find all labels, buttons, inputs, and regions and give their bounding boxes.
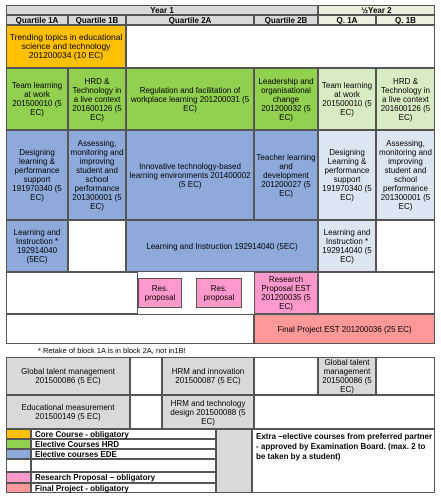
- legend-label-core: Core Course - obligatory: [31, 429, 216, 439]
- empty-cell: [376, 357, 435, 395]
- legend-swatch-core: [6, 429, 31, 439]
- course-assessing-monitoring: Assessing, monitoring and improving stud…: [68, 130, 126, 220]
- course-leadership: Leadership and organisational change 201…: [254, 68, 318, 130]
- course-assessing-monitoring-y2: Assessing, monitoring and improving stud…: [376, 130, 435, 220]
- course-learning-instruction-retake: Learning and Instruction 192914040 (5EC): [126, 220, 318, 272]
- course-regulation-facilitation: Regulation and facilitation of workplace…: [126, 68, 254, 130]
- course-designing-learning: Designing learning & performance support…: [6, 130, 68, 220]
- legend-swatch-final: [6, 483, 31, 493]
- course-research-proposal-est: Research Proposal EST 201200035 (5 EC): [254, 272, 318, 314]
- header-quartile-2a: Quartile 2A: [126, 15, 254, 25]
- empty-cell: [254, 395, 435, 429]
- empty-cell: [6, 272, 138, 314]
- course-hrd-technology: HRD & Technology in a live context 20160…: [68, 68, 126, 130]
- course-trending-topics: Trending topics in educational science a…: [6, 25, 126, 68]
- course-hrm-innovation: HRM and innovation 201500087 (5 EC): [162, 357, 254, 395]
- course-learning-instruction: Learning and Instruction * 192914040 (5E…: [6, 220, 68, 272]
- course-global-talent-y2: Global talent management 201500086 (5 EC…: [318, 357, 376, 395]
- empty-cell: [126, 25, 435, 68]
- legend-label-final: Final Project - obligatory: [31, 483, 216, 493]
- legend-swatch-ede: [6, 449, 31, 459]
- legend-swatch-extra: [216, 429, 252, 493]
- legend-swatch-hrd: [6, 439, 31, 449]
- course-team-learning: Team learning at work 201500010 (5 EC): [6, 68, 68, 130]
- legend-spacer: [6, 459, 31, 472]
- legend-label-research: Research Proposal – obligatory: [31, 472, 216, 483]
- course-research-proposal-1: Res. proposal: [138, 278, 182, 308]
- course-learning-instruction-y2: Learning and Instruction * 192914040 (5 …: [318, 220, 376, 272]
- legend-label-ede: Elective courses EDE: [31, 449, 216, 459]
- empty-cell: [318, 272, 435, 314]
- header-year-1: Year 1: [6, 5, 318, 15]
- empty-cell: [130, 357, 162, 395]
- header-quartile-1a: Quartile 1A: [6, 15, 68, 25]
- course-research-proposal-2: Res. proposal: [196, 278, 242, 308]
- empty-cell: [68, 220, 126, 272]
- course-team-learning-y2: Team learning at work 201500010 (5 EC): [318, 68, 376, 130]
- empty-cell: [254, 357, 318, 395]
- course-educational-measurement: Educational measurement 201500149 (5 EC): [6, 395, 130, 429]
- course-global-talent: Global talent management 201500086 (5 EC…: [6, 357, 130, 395]
- course-designing-learning-y2: Designing Learning & performance support…: [318, 130, 376, 220]
- empty-cell: [376, 220, 435, 272]
- header-half-year-2: ½Year 2: [318, 5, 435, 15]
- legend-label-hrd: Elective Courses HRD: [31, 439, 216, 449]
- course-innovative-technology: Innovative technology-based learning env…: [126, 130, 254, 220]
- header-year2-q1a: Q. 1A: [318, 15, 376, 25]
- course-teacher-learning: Teacher learning and development 2012000…: [254, 130, 318, 220]
- retake-note: * Retake of block 1A is in block 2A, not…: [38, 346, 186, 355]
- empty-cell: [6, 314, 254, 344]
- header-year2-q1b: Q. 1B: [376, 15, 435, 25]
- legend-label-extra: Extra –elective courses from preferred p…: [252, 429, 435, 493]
- course-hrd-technology-y2: HRD & Technology in a live context 20160…: [376, 68, 435, 130]
- empty-cell: [130, 395, 162, 429]
- legend-swatch-research: [6, 472, 31, 483]
- course-final-project-est: Final Project EST 201200036 (25 EC): [254, 314, 435, 344]
- legend-spacer: [31, 459, 216, 472]
- header-quartile-2b: Quartile 2B: [254, 15, 318, 25]
- header-quartile-1b: Quartile 1B: [68, 15, 126, 25]
- course-hrm-technology-design: HRM and technology design 201500088 (5 E…: [162, 395, 254, 429]
